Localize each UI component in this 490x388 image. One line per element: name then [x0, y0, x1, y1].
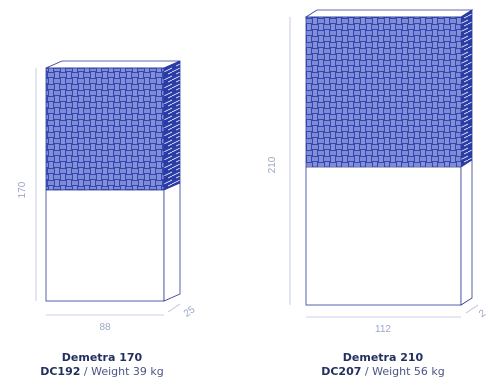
cabinet-2-depth-label: 2 [477, 308, 488, 320]
cabinet-2-top [304, 9, 474, 18]
cabinet-2-side-base [460, 159, 473, 306]
cabinet-1-front-pattern [45, 67, 165, 191]
cabinet-1-dimensions [35, 68, 181, 316]
cabinet-1-width-label: 88 [99, 322, 111, 333]
cabinet-1-depth-label: 25 [182, 304, 198, 320]
cabinet-2-height-label: 210 [267, 156, 278, 173]
cabinet-demetra-210 [304, 9, 474, 306]
cabinet-1-top [45, 60, 181, 69]
product-title: Demetra 210 [342, 351, 424, 364]
cabinet-2-dimensions [289, 17, 479, 318]
cabinet-1-front-base [45, 189, 165, 302]
cabinet-2-side-pattern [460, 9, 473, 168]
cabinet-1-height-label: 170 [17, 181, 28, 198]
product-code: DC207 [321, 365, 362, 378]
cabinet-1-side-pattern [163, 60, 181, 191]
cabinet-1-side-base [163, 182, 181, 302]
cabinet-demetra-170 [45, 60, 181, 302]
product-title: Demetra 170 [61, 351, 143, 364]
product-caption-demetra-210: Demetra 210 DC207 / Weight 56 kg [296, 351, 470, 379]
product-caption-demetra-170: Demetra 170 DC192 / Weight 39 kg [20, 351, 184, 379]
cabinet-2-front-pattern [305, 16, 462, 168]
product-code: DC192 [40, 365, 81, 378]
cabinet-2-front-base [305, 166, 462, 306]
product-weight: / Weight 39 kg [80, 365, 164, 378]
cabinet-2-width-label: 112 [375, 324, 391, 335]
product-weight: / Weight 56 kg [361, 365, 445, 378]
